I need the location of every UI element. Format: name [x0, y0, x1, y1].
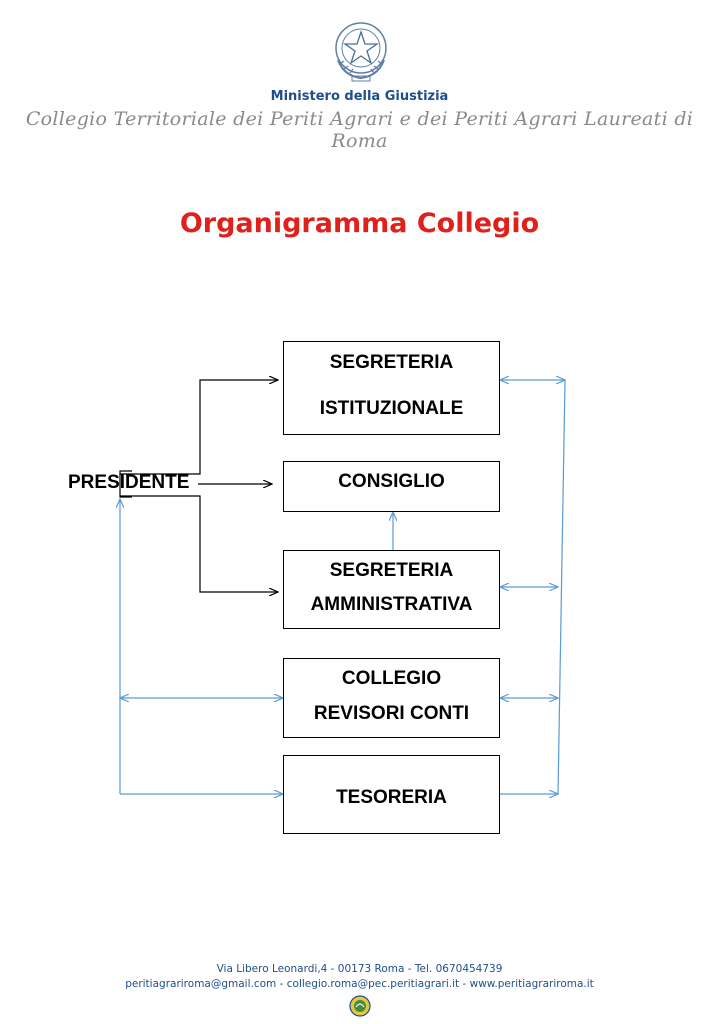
box-line: COLLEGIO: [341, 668, 442, 689]
box-line: AMMINISTRATIVA: [310, 594, 473, 615]
blue-connectors: [120, 380, 565, 794]
box-line: SEGRETERIA: [329, 352, 454, 373]
college-name: Collegio Territoriale dei Periti Agrari …: [25, 108, 694, 152]
footer-address: Via Libero Leonardi,4 - 00173 Roma - Tel…: [216, 963, 503, 975]
president-label: PRESIDENTE: [68, 472, 190, 493]
box-consiglio: CONSIGLIO: [283, 461, 500, 512]
republic-emblem-icon: [335, 22, 387, 82]
box-segreteria-amministrativa: SEGRETERIA AMMINISTRATIVA: [283, 550, 500, 629]
college-logo-icon: [349, 995, 371, 1017]
box-line: ISTITUZIONALE: [319, 398, 464, 419]
box-tesoreria: TESORERIA: [283, 755, 500, 834]
box-line: REVISORI CONTI: [313, 703, 470, 724]
box-line: CONSIGLIO: [338, 471, 445, 492]
president-connectors: [119, 380, 278, 592]
page-title: Organigramma Collegio: [179, 208, 540, 239]
box-collegio-revisori-conti: COLLEGIO REVISORI CONTI: [283, 658, 500, 738]
footer-contacts: peritiagrariroma@gmail.com - collegio.ro…: [125, 978, 594, 990]
box-segreteria-istituzionale: SEGRETERIA ISTITUZIONALE: [283, 341, 500, 435]
box-line: SEGRETERIA: [329, 560, 454, 581]
ministry-name: Ministero della Giustizia: [270, 89, 449, 104]
box-line: TESORERIA: [336, 787, 447, 808]
